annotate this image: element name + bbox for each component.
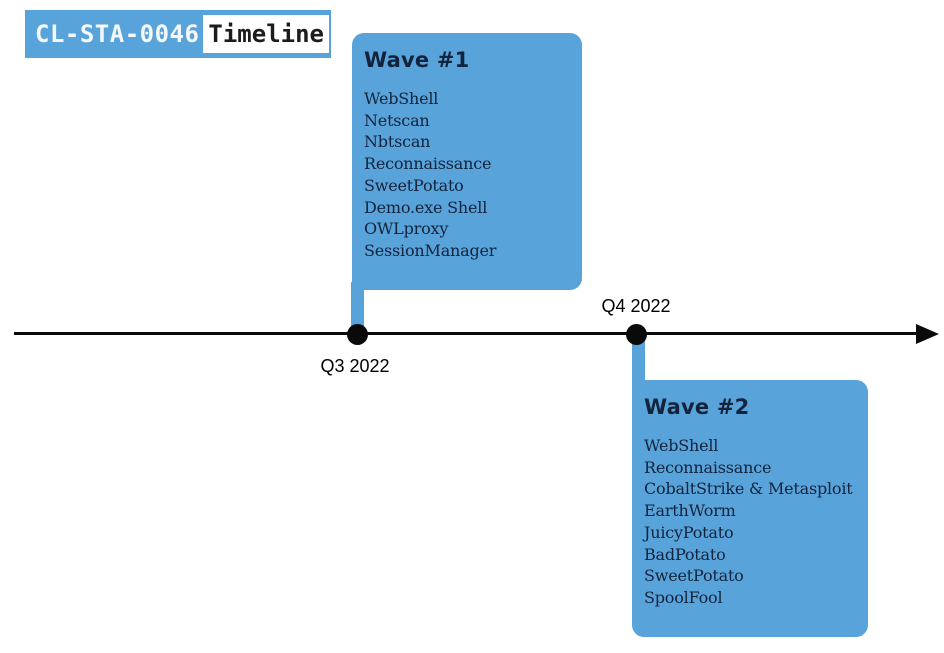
header-badge: CL-STA-0046 Timeline bbox=[25, 10, 331, 58]
wave1-title: Wave #1 bbox=[364, 48, 470, 72]
wave2-item: Reconnaissance bbox=[644, 457, 772, 477]
timeline-arrowhead-icon bbox=[916, 324, 939, 344]
event-dot-q3-2022 bbox=[347, 324, 368, 345]
timeline-title: Timeline bbox=[208, 20, 324, 48]
event-label-q4-2022: Q4 2022 bbox=[601, 296, 671, 316]
event-dot-q4-2022 bbox=[626, 324, 647, 345]
wave2-item: WebShell bbox=[644, 436, 719, 455]
wave2-item: BadPotato bbox=[644, 544, 726, 564]
campaign-id-label: CL-STA-0046 bbox=[35, 20, 200, 48]
wave1-item: Demo.exe Shell bbox=[364, 197, 488, 217]
wave2-item: CobaltStrike & Metasploit bbox=[644, 479, 853, 499]
wave1-item: SweetPotato bbox=[364, 175, 464, 195]
wave1-item: Reconnaissance bbox=[364, 154, 492, 174]
timeline-axis bbox=[14, 332, 922, 335]
connector-wave2 bbox=[632, 334, 645, 384]
connector-wave1 bbox=[351, 282, 364, 334]
wave2-item: JuicyPotato bbox=[644, 522, 734, 542]
timeline-title-box: Timeline bbox=[203, 15, 329, 53]
wave1-item: Nbtscan bbox=[364, 132, 431, 152]
wave2-item: EarthWorm bbox=[644, 501, 736, 521]
wave1-item: OWLproxy bbox=[364, 219, 449, 239]
event-label-q3-2022: Q3 2022 bbox=[320, 356, 390, 376]
wave2-item: SpoolFool bbox=[644, 587, 723, 607]
wave1-item: WebShell bbox=[364, 89, 439, 108]
wave1-item: SessionManager bbox=[364, 240, 497, 260]
wave2-item: SweetPotato bbox=[644, 566, 744, 586]
wave1-item: Netscan bbox=[364, 110, 430, 130]
wave2-title: Wave #2 bbox=[644, 395, 750, 419]
